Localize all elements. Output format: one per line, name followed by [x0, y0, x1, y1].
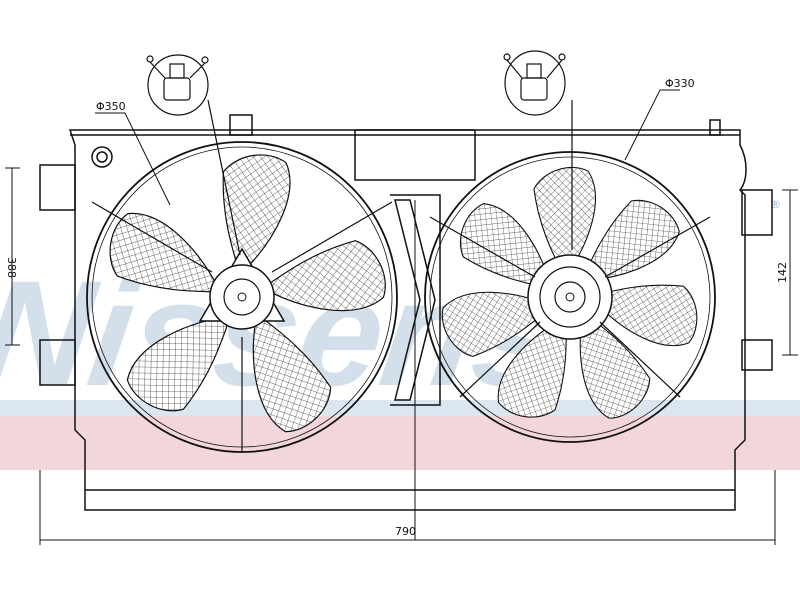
right-height-label: 142	[776, 262, 789, 283]
right-diameter-label: Φ330	[665, 77, 695, 90]
svg-text:®: ®	[770, 198, 781, 211]
pink-band	[0, 416, 800, 470]
right-connector-detail	[503, 50, 573, 250]
left-height-label: 388	[5, 257, 18, 278]
left-connector-detail	[146, 54, 241, 256]
left-fan	[86, 141, 398, 453]
right-fan	[424, 151, 716, 443]
width-dimension-label: 790	[395, 525, 416, 538]
dimension-lines	[5, 89, 798, 545]
left-diameter-label: Φ350	[96, 100, 126, 113]
